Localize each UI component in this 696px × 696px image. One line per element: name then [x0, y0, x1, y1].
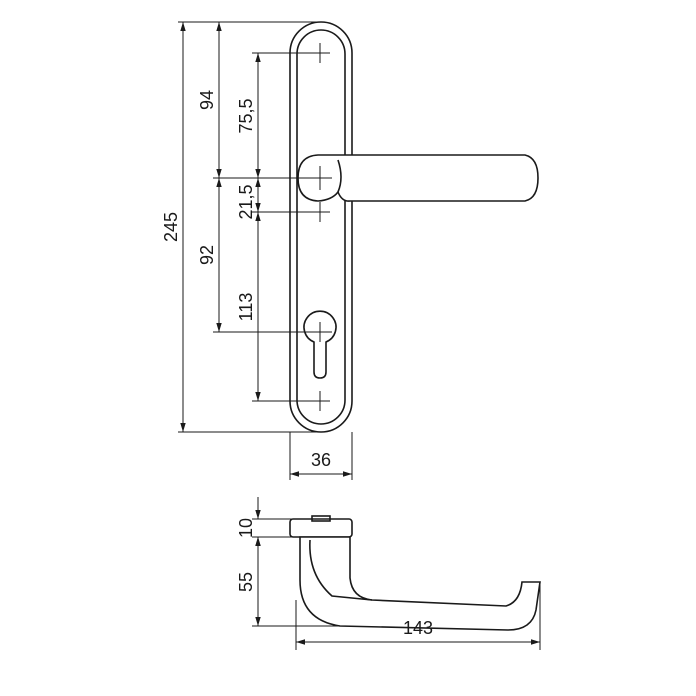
spindle-center-marker [308, 166, 332, 190]
dim-rose-height: 10 [236, 497, 261, 559]
dim-handle-to-hole-label: 21,5 [236, 184, 256, 219]
screw-hole-bottom-marker [310, 391, 330, 411]
dim-upper-to-handle: 94 [197, 22, 222, 178]
dim-handle-to-key-label: 92 [197, 245, 217, 265]
dim-rose-height-label: 10 [236, 518, 256, 538]
dim-plate-width: 36 [290, 450, 352, 477]
cylinder-keyhole [303, 310, 337, 379]
dim-hole-to-handle-label: 75,5 [236, 98, 256, 133]
dim-total-height: 245 [161, 22, 186, 432]
dim-lever-length-label: 143 [403, 618, 433, 638]
dim-plate-width-label: 36 [311, 450, 331, 470]
keyhole-center-marker [308, 322, 332, 342]
front-extension-lines [178, 21, 353, 480]
dim-handle-to-hole: 21,5 [236, 178, 261, 220]
screw-hole-top-marker [310, 43, 330, 63]
dim-lever-length: 143 [296, 618, 540, 645]
dim-lever-projection-label: 55 [236, 572, 256, 592]
dim-hole-to-hole: 113 [236, 212, 261, 401]
front-view [289, 21, 539, 433]
side-view [289, 515, 541, 631]
backplate-inner-outline [296, 29, 346, 425]
dim-upper-to-handle-label: 94 [197, 90, 217, 110]
dim-lever-projection: 55 [236, 537, 261, 626]
screw-hole-middle-marker [310, 202, 330, 222]
dim-total-height-label: 245 [161, 212, 181, 242]
dim-hole-to-handle: 75,5 [236, 53, 261, 178]
lever-neck-line [337, 159, 342, 193]
dim-hole-to-hole-label: 113 [236, 293, 256, 322]
lever-handle-side [299, 536, 541, 631]
lever-side-inner-line [309, 539, 373, 601]
lever-handle-front [297, 154, 539, 202]
dim-handle-to-key: 92 [197, 178, 222, 332]
rose-spindle [311, 515, 331, 522]
